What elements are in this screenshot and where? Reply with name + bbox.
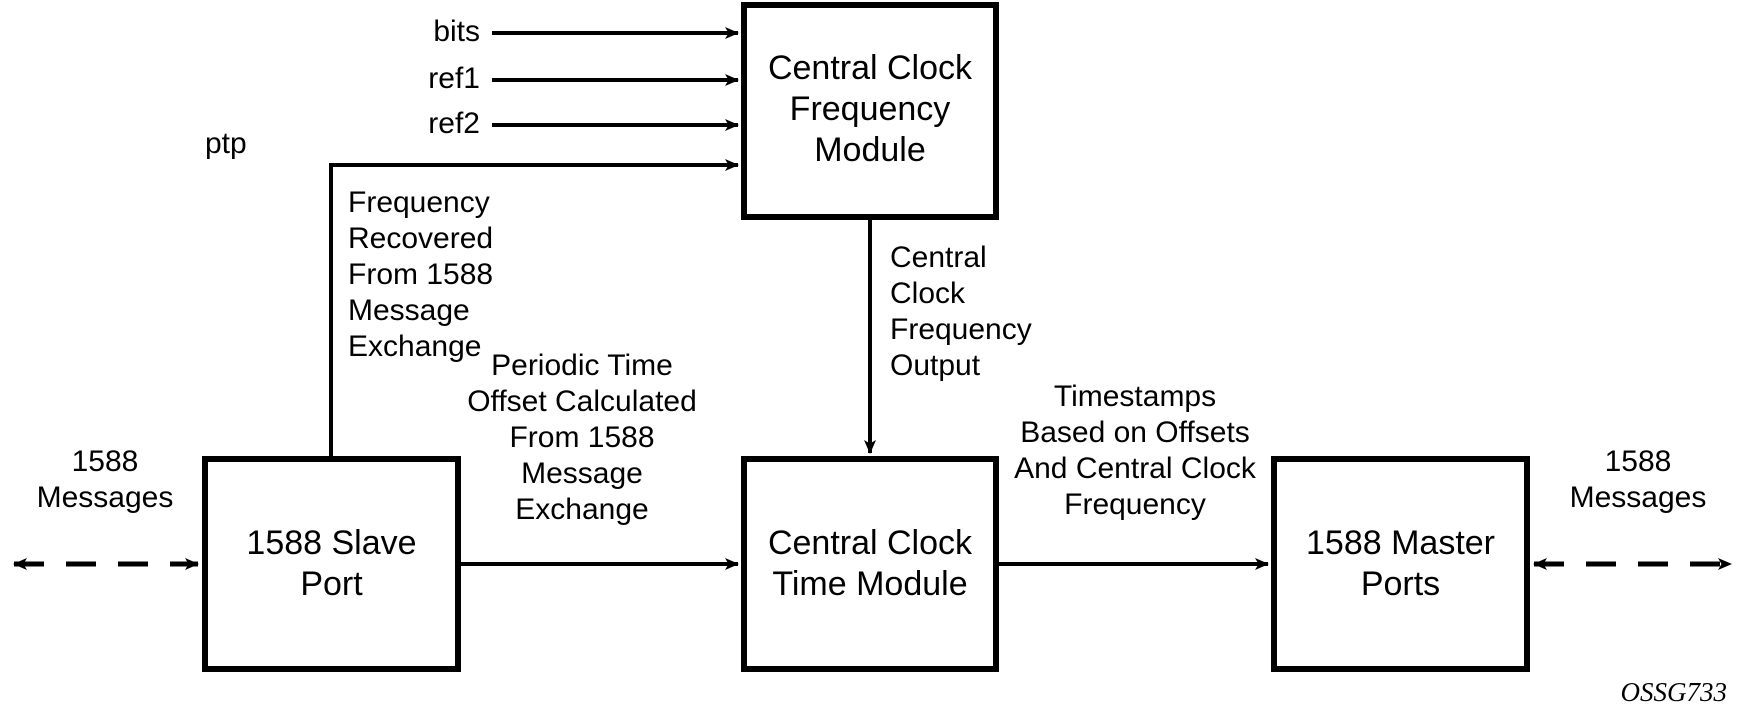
- edge-label-1588-messages-left: 1588 Messages: [36, 445, 174, 514]
- input-label-bits: bits: [433, 15, 480, 48]
- node-box-1588-slave-port[interactable]: [202, 456, 461, 672]
- input-label-ptp: ptp: [205, 127, 247, 160]
- edge-label-frequency-recovered: Frequency Recovered From 1588 Message Ex…: [348, 186, 494, 363]
- input-label-ref1: ref1: [428, 62, 480, 95]
- node-box-central-clock-frequency-module[interactable]: [741, 2, 999, 220]
- input-label-ref2: ref2: [428, 107, 480, 140]
- edge-label-1588-messages-right: 1588 Messages: [1569, 445, 1707, 514]
- node-box-1588-master-ports[interactable]: [1271, 456, 1530, 672]
- node-box-central-clock-time-module[interactable]: [741, 456, 999, 672]
- edge-ptp-slave-port-to-frequency-module: [329, 159, 739, 459]
- edge-label-timestamps: Timestamps Based on Offsets And Central …: [1014, 380, 1256, 521]
- edge-label-central-clock-frequency-output: Central Clock Frequency Output: [890, 241, 1032, 382]
- edge-label-periodic-time-offset: Periodic Time Offset Calculated From 158…: [467, 349, 697, 526]
- figure-id-label: OSSG733: [1620, 677, 1728, 707]
